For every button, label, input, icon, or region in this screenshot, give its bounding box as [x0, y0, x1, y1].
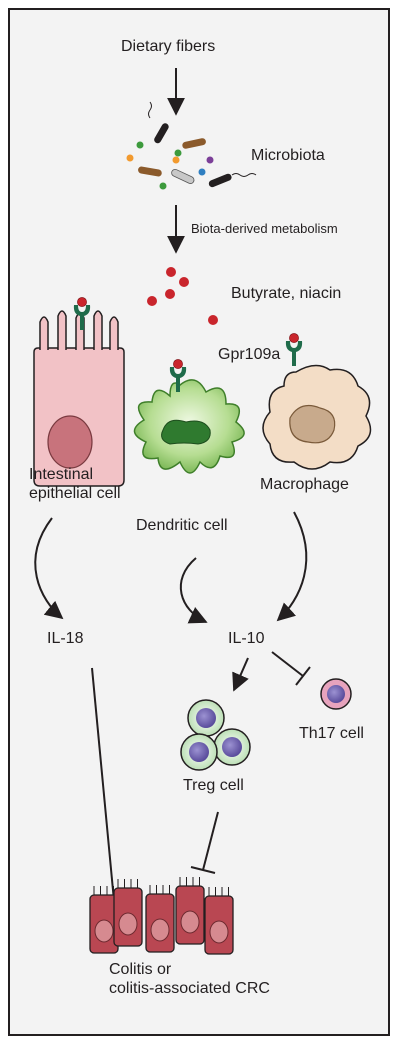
inhibition-il10-th17 — [271, 651, 304, 677]
label-line-2: colitis-associated CRC — [109, 980, 270, 997]
arrow-epithelial-to-il18 — [34, 517, 64, 620]
colon-cell-nucleus — [180, 910, 200, 934]
microbe-cocci-purple — [206, 156, 214, 164]
microbe-rod-brown — [138, 166, 162, 177]
label-outcome: Colitis or colitis-associated CRC — [109, 960, 270, 998]
label-line-2: epithelial cell — [29, 485, 121, 502]
microbe-rod-black — [148, 101, 169, 144]
microbe-cocci-green — [159, 182, 167, 190]
inhibition-bar — [190, 866, 216, 874]
label-dendritic-cell: Dendritic cell — [136, 517, 228, 534]
microbe-rod-black — [208, 173, 257, 188]
macrophage — [262, 333, 372, 470]
label-dietary-fibers: Dietary fibers — [121, 38, 216, 55]
label-line-1: Intestinal — [29, 466, 94, 483]
label-th17-cell: Th17 cell — [299, 725, 364, 742]
label-treg-cell: Treg cell — [183, 777, 244, 794]
treg-cells — [180, 699, 251, 771]
microbiota-icon — [126, 101, 257, 190]
figure-frame — [8, 8, 390, 1036]
microbe-cocci-blue — [198, 168, 206, 176]
inhibition-treg-colon — [202, 811, 219, 871]
th17-cell — [320, 678, 352, 710]
arrow-macrophage-to-il10 — [276, 511, 308, 622]
microbe-cocci-orange — [126, 154, 134, 162]
colon-cell-nucleus — [209, 920, 229, 944]
butyrate-molecules — [147, 267, 218, 325]
inhibition-bar — [295, 666, 311, 686]
label-il10: IL-10 — [228, 630, 265, 647]
label-gpr109a: Gpr109a — [218, 346, 281, 363]
intestinal-epithelial-cell — [33, 297, 125, 487]
label-intestinal-epithelial-cell: Intestinal epithelial cell — [29, 465, 139, 503]
arrow-dendritic-to-il10 — [179, 557, 208, 624]
inhibition-il18-colon — [91, 667, 117, 923]
colon-epithelium — [89, 877, 234, 955]
dendritic-cell — [133, 359, 245, 474]
colon-cell-nucleus — [150, 918, 170, 942]
label-macrophage: Macrophage — [260, 476, 349, 493]
microbe-rod-grey — [171, 168, 195, 184]
label-butyrate-niacin: Butyrate, niacin — [231, 285, 342, 302]
microbe-cocci-green — [136, 141, 144, 149]
arrow-il10-to-treg — [232, 657, 249, 692]
label-microbiota: Microbiota — [251, 147, 325, 164]
label-il18: IL-18 — [47, 630, 84, 647]
microbe-cocci-green — [174, 149, 182, 157]
microbe-rod-brown — [182, 138, 206, 149]
colon-cell-nucleus — [94, 919, 114, 943]
microbe-cocci-orange — [172, 156, 180, 164]
colon-cell-nucleus — [118, 912, 138, 936]
label-line-1: Colitis or — [109, 961, 172, 978]
label-metabolism: Biota-derived metabolism — [191, 221, 338, 236]
